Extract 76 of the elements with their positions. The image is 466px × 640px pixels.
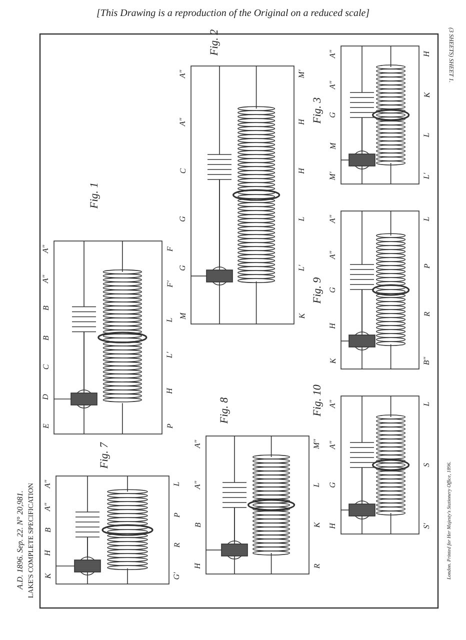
figure-title: Fig. 8 (220, 396, 231, 424)
part-letter: A″ (194, 480, 202, 489)
part-letter: P (172, 512, 181, 518)
part-letter: L (166, 318, 174, 322)
part-letter: L (423, 402, 432, 406)
part-letter: H (194, 563, 202, 569)
part-letter: C (42, 364, 50, 370)
part-letter: P (422, 264, 431, 269)
part-letter: R (312, 564, 321, 568)
part-letter: L (298, 216, 306, 222)
part-letter: L (423, 216, 432, 222)
part-letter: H (298, 168, 306, 174)
part-letter: G (328, 482, 337, 488)
part-letter: L′ (166, 352, 174, 358)
figure-title: Fig. 9 (312, 276, 324, 304)
part-letter: M″ (313, 439, 321, 449)
part-letter: L (173, 482, 182, 486)
part-letter: K (298, 313, 306, 319)
part-letter: G (178, 264, 187, 270)
part-letter: B (44, 528, 52, 532)
part-letter: A″ (329, 50, 338, 58)
part-letter: F (166, 246, 174, 252)
figure-title: Fig. 2 (210, 28, 221, 56)
part-letter: L (313, 482, 322, 487)
figure-title: Fig. 7 (100, 442, 111, 468)
part-letter: P (166, 424, 174, 428)
part-letter: A″ (42, 244, 50, 254)
part-letter: L′ (423, 172, 432, 180)
part-letter: A″ (329, 250, 338, 259)
part-letter: R (172, 542, 181, 548)
part-letter: F′ (166, 281, 174, 288)
part-letter: B (42, 306, 50, 310)
part-letter: D (42, 394, 50, 400)
part-letter: H (298, 120, 306, 126)
part-letter: A″ (179, 118, 188, 126)
part-letter: H (422, 51, 431, 57)
part-letter: R (422, 311, 431, 316)
part-letter: B (194, 522, 202, 528)
part-letter: B (42, 335, 50, 340)
part-letter: B″ (423, 356, 432, 366)
part-letter: L′ (298, 264, 306, 271)
part-letter: K (313, 522, 322, 528)
part-letter: G (328, 287, 337, 293)
part-letter: H (328, 322, 337, 328)
figure-title: Fig. 1 (90, 182, 101, 208)
part-letter: M′ (329, 172, 338, 180)
figure-title: Fig. 10 (312, 384, 324, 416)
part-letter: K (423, 92, 432, 98)
part-letter: S′ (422, 523, 431, 529)
figure-title: Fig. 3 (312, 96, 324, 124)
part-letter: A″ (329, 214, 338, 224)
part-letter: S (423, 463, 431, 467)
part-letter: A″ (329, 80, 338, 89)
part-letter: M (178, 312, 187, 320)
part-letter: A″ (42, 274, 50, 283)
part-letter: G (178, 216, 187, 222)
part-letter: G′ (172, 572, 181, 580)
part-letter: A″ (44, 502, 52, 512)
part-letter: A″ (329, 440, 338, 449)
part-letter: A″ (194, 440, 202, 448)
part-letter: A″ (179, 70, 188, 78)
part-letter: L (423, 133, 432, 138)
part-letter: H (328, 523, 337, 529)
part-letter: K (329, 358, 338, 364)
part-letter: G (328, 112, 337, 118)
part-letter: M′ (298, 70, 306, 78)
part-letter: M (328, 142, 337, 149)
part-letter: C (179, 168, 188, 174)
header-note: [This Drawing is a reproduction of the Original on a reduced scale] (96, 9, 370, 19)
part-letter: A″ (44, 480, 52, 488)
part-letter: K (44, 573, 52, 579)
part-letter: E (42, 424, 50, 428)
part-letter: H (166, 388, 174, 394)
margin-note: A.D. 1896. Sep. 22. N° 20,981. (16, 490, 24, 590)
part-letter: A″ (329, 400, 338, 408)
part-letter: H (44, 550, 52, 556)
